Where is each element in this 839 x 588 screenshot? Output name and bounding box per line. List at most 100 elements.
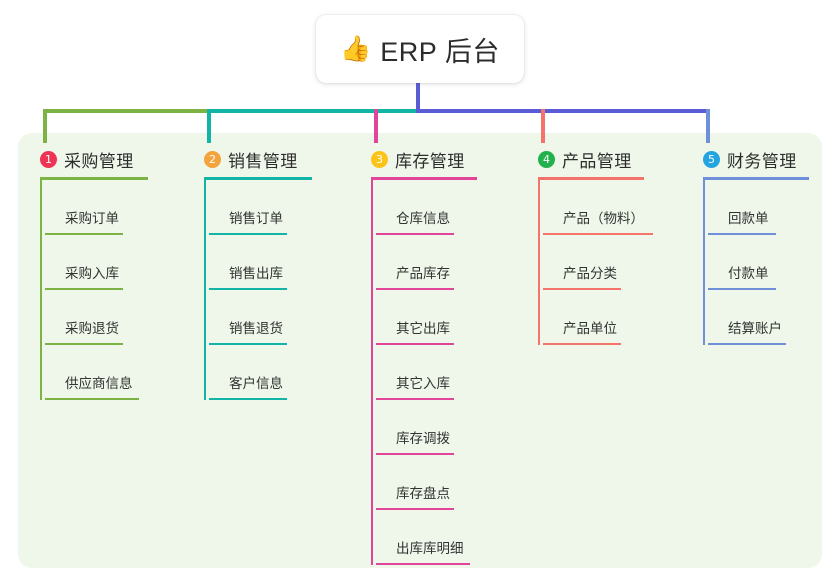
branch-item-rule — [376, 288, 454, 290]
branch-item-label: 供应商信息 — [65, 376, 133, 391]
branch-item-rule — [209, 343, 287, 345]
branch-column-1: 1 采购管理采购订单采购入库采购退货供应商信息 — [40, 146, 148, 400]
branch-item-label: 出库库明细 — [396, 541, 464, 556]
branch-item[interactable]: 结算账户 — [706, 290, 809, 345]
branch-underline-1 — [40, 177, 148, 180]
branch-spine-5 — [703, 180, 705, 345]
branch-item-label: 采购订单 — [65, 211, 119, 226]
branch-item-rule — [708, 343, 786, 345]
root-stem-line — [416, 83, 420, 113]
branch-item-rule — [543, 233, 653, 235]
branch-number-badge-1: 1 — [40, 150, 57, 168]
branch-header-1[interactable]: 1 采购管理 — [40, 146, 148, 172]
branch-item[interactable]: 付款单 — [706, 235, 809, 290]
branch-item-label: 产品（物料） — [563, 211, 644, 226]
branch-item-rule — [708, 288, 776, 290]
branch-item-label: 仓库信息 — [396, 211, 450, 226]
branch-item[interactable]: 产品单位 — [541, 290, 644, 345]
branch-underline-3 — [371, 177, 477, 180]
root-node[interactable]: 👍 ERP 后台 — [316, 15, 524, 83]
branch-item[interactable]: 出库库明细 — [374, 510, 477, 565]
branch-item[interactable]: 销售退货 — [207, 290, 312, 345]
thumbs-up-icon: 👍 — [340, 34, 372, 63]
branch-item[interactable]: 采购退货 — [43, 290, 148, 345]
branch-item-rule — [376, 398, 454, 400]
branch-item-rule — [376, 343, 454, 345]
branch-underline-2 — [204, 177, 312, 180]
branch-underline-5 — [703, 177, 809, 180]
branch-item[interactable]: 客户信息 — [207, 345, 312, 400]
branch-title-4: 产品管理 — [562, 151, 632, 171]
branch-column-2: 2 销售管理销售订单销售出库销售退货客户信息 — [204, 146, 312, 400]
branch-spine-1 — [40, 180, 42, 400]
branch-item-rule — [376, 508, 454, 510]
branch-item[interactable]: 回款单 — [706, 180, 809, 235]
branch-item-rule — [543, 343, 621, 345]
connector-drop-1 — [43, 109, 47, 143]
connector-bar-segment-3 — [416, 109, 710, 113]
branch-header-4[interactable]: 4 产品管理 — [538, 146, 644, 172]
branch-item-label: 其它出库 — [396, 321, 450, 336]
branch-item-rule — [209, 288, 287, 290]
branch-title-3: 库存管理 — [395, 151, 465, 171]
branch-item-rule — [376, 563, 470, 565]
branch-item-rule — [708, 233, 776, 235]
branch-item[interactable]: 其它出库 — [374, 290, 477, 345]
branch-items-4: 产品（物料） 产品分类产品单位 — [538, 180, 653, 345]
branch-number-badge-4: 4 — [538, 150, 555, 168]
branch-item-label: 结算账户 — [728, 321, 782, 336]
branch-title-2: 销售管理 — [228, 151, 298, 171]
branch-item-label: 其它入库 — [396, 376, 450, 391]
branch-item-rule — [376, 453, 454, 455]
branch-column-4: 4 产品管理产品（物料） 产品分类产品单位 — [538, 146, 653, 345]
branch-item[interactable]: 采购入库 — [43, 235, 148, 290]
branch-underline-4 — [538, 177, 644, 180]
branch-item-label: 采购退货 — [65, 321, 119, 336]
branch-item[interactable]: 采购订单 — [43, 180, 148, 235]
branch-number-badge-5: 5 — [703, 150, 720, 168]
branch-item[interactable]: 产品（物料） — [541, 180, 653, 235]
branch-item-rule — [543, 288, 621, 290]
branch-item[interactable]: 产品分类 — [541, 235, 644, 290]
branch-item-rule — [45, 343, 123, 345]
connector-drop-3 — [374, 109, 378, 143]
connector-drop-2 — [207, 109, 211, 143]
branch-spine-4 — [538, 180, 540, 345]
branch-item[interactable]: 销售订单 — [207, 180, 312, 235]
branch-item[interactable]: 供应商信息 — [43, 345, 148, 400]
branch-items-5: 回款单付款单结算账户 — [703, 180, 809, 345]
branch-item-label: 销售出库 — [229, 266, 283, 281]
branch-item[interactable]: 销售出库 — [207, 235, 312, 290]
branch-number-badge-2: 2 — [204, 150, 221, 168]
root-node-content: 👍 ERP 后台 — [340, 30, 500, 69]
branch-item[interactable]: 产品库存 — [374, 235, 477, 290]
branch-item[interactable]: 库存盘点 — [374, 455, 477, 510]
branch-item-label: 产品单位 — [563, 321, 617, 336]
connector-drop-5 — [706, 109, 710, 143]
branch-item-label: 客户信息 — [229, 376, 283, 391]
branch-items-2: 销售订单销售出库销售退货客户信息 — [204, 180, 312, 400]
branch-item-rule — [45, 288, 123, 290]
branch-item-rule — [209, 398, 287, 400]
branch-item-label: 产品分类 — [563, 266, 617, 281]
branch-header-2[interactable]: 2 销售管理 — [204, 146, 312, 172]
root-node-title: ERP 后台 — [380, 36, 500, 67]
branch-item[interactable]: 库存调拨 — [374, 400, 477, 455]
branch-item-label: 销售订单 — [229, 211, 283, 226]
connector-drop-4 — [541, 109, 545, 143]
branch-title-1: 采购管理 — [64, 151, 134, 171]
branch-item-label: 回款单 — [728, 211, 769, 226]
branch-item[interactable]: 仓库信息 — [374, 180, 477, 235]
branch-spine-3 — [371, 180, 373, 565]
branch-spine-2 — [204, 180, 206, 400]
branch-item-label: 库存盘点 — [396, 486, 450, 501]
branch-item-rule — [209, 233, 287, 235]
connector-bar-segment-1 — [43, 109, 211, 113]
branch-item[interactable]: 其它入库 — [374, 345, 477, 400]
branch-item-rule — [376, 233, 454, 235]
